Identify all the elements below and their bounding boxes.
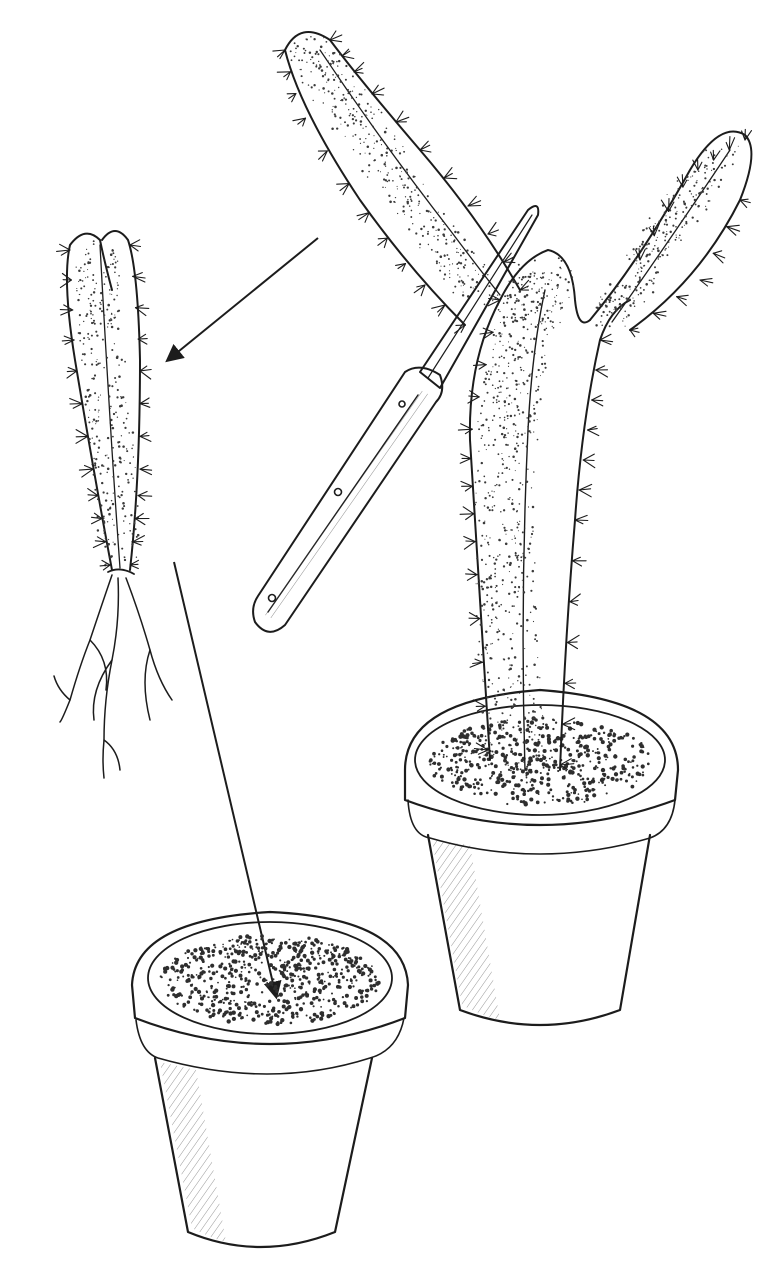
- mother-plant-pot: [405, 690, 678, 1025]
- mother-cactus: [273, 31, 752, 771]
- knife-icon: [253, 206, 538, 632]
- mother-plant-soil: [429, 716, 650, 806]
- cactus-icon: [57, 231, 152, 574]
- pot-icon: [132, 912, 408, 1247]
- arrow-icon: [168, 238, 318, 996]
- cutting-roots: [54, 575, 172, 778]
